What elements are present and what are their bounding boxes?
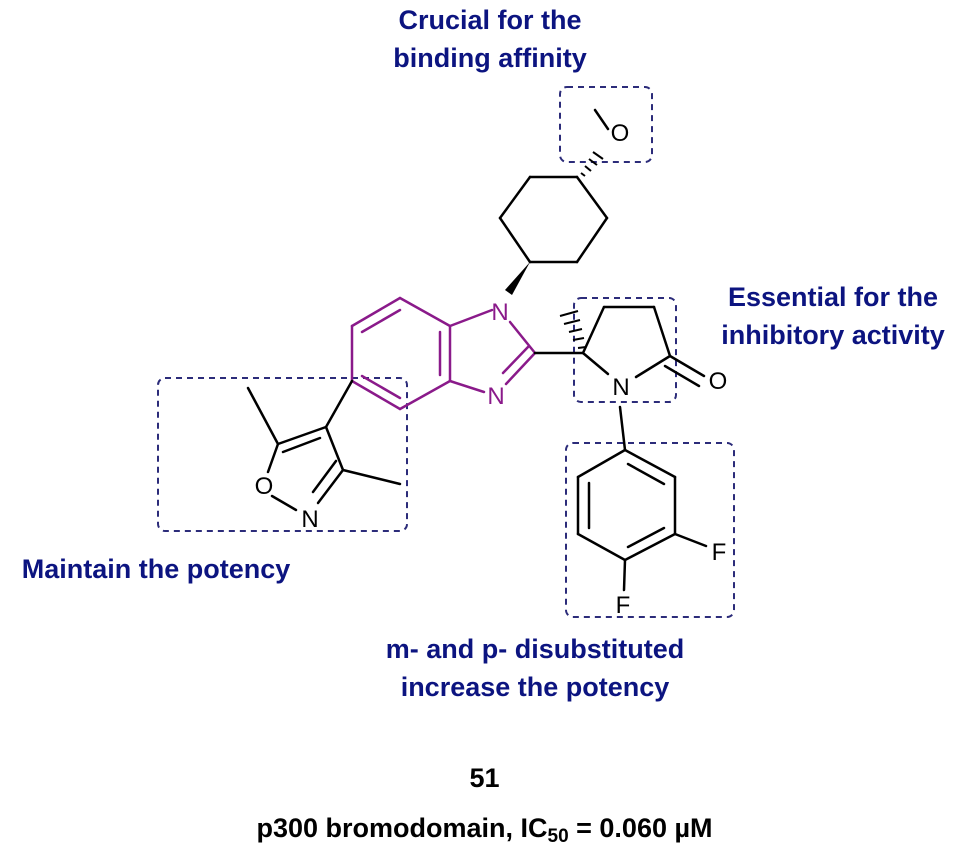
hashed-bond-methyl	[559, 310, 587, 349]
atom-o-carbonyl: O	[709, 368, 728, 395]
isoxazole-ring	[246, 379, 402, 512]
pyrrolidinone-box	[573, 297, 677, 403]
activity-subscript: 50	[547, 826, 569, 847]
annotation-pyrrolidinone-line2: inhibitory activity	[721, 320, 945, 350]
activity-suffix: = 0.060 µM	[568, 813, 713, 843]
atom-o-isoxazole: O	[255, 473, 274, 500]
compound-number: 51	[469, 763, 500, 793]
activity-prefix: p300 bromodomain, IC	[256, 813, 548, 843]
pyrrolidinone-ring	[533, 305, 706, 388]
isoxazole-box	[157, 377, 408, 532]
benzimidazole-core	[350, 296, 537, 411]
annotation-difluorophenyl-line2: increase the potency	[400, 672, 670, 702]
annotation-pyrrolidinone: Essential for the inhibitory activity	[700, 278, 966, 354]
annotation-pyrrolidinone-line1: Essential for the	[727, 282, 939, 312]
compound-activity: p300 bromodomain, IC50 = 0.060 µM	[0, 813, 969, 848]
cyclohexyl-methoxy	[498, 108, 610, 264]
atom-o-methoxy: O	[611, 120, 630, 147]
annotation-difluorophenyl-line1: m- and p- disubstituted	[385, 634, 685, 664]
difluorophenyl-box	[565, 442, 735, 618]
annotation-methoxy: Crucial for the binding affinity	[340, 1, 640, 77]
atom-f-meta: F	[712, 539, 727, 566]
atom-n-benzimidazole-3: N	[487, 383, 504, 410]
annotation-methoxy-line2: binding affinity	[393, 43, 587, 73]
atom-f-para: F	[616, 592, 631, 619]
hashed-bond-methoxy	[580, 151, 604, 177]
atom-n-pyrrolidinone: N	[612, 374, 629, 401]
atom-n-benzimidazole-1: N	[491, 299, 508, 326]
annotation-isoxazole: Maintain the potency	[4, 550, 308, 588]
methoxy-box	[559, 86, 653, 163]
annotation-boxes	[157, 86, 735, 618]
annotation-difluorophenyl: m- and p- disubstituted increase the pot…	[350, 630, 720, 706]
annotation-isoxazole-line1: Maintain the potency	[21, 554, 291, 584]
wedge-bond-n1	[505, 262, 530, 295]
difluorophenyl-ring	[576, 405, 708, 592]
annotation-methoxy-line1: Crucial for the	[398, 5, 582, 35]
atom-n-isoxazole: N	[301, 506, 318, 533]
